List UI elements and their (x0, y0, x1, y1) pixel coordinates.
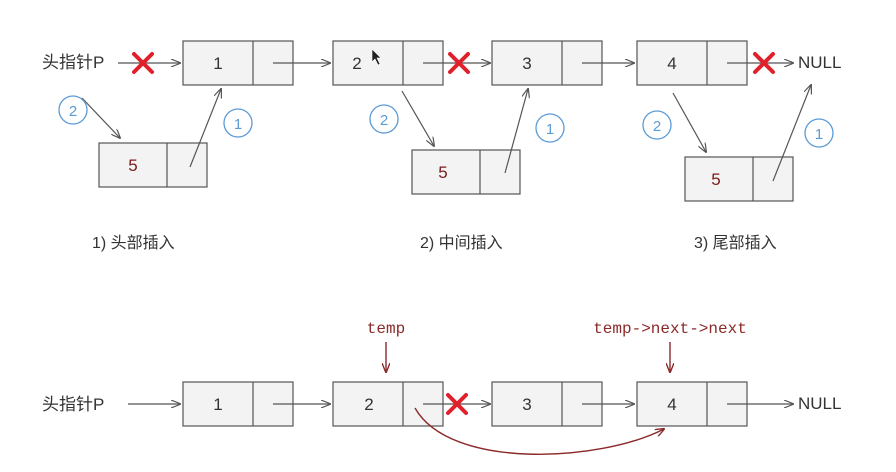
new-node-head: 5 (98, 142, 208, 188)
node4-to-new-node-arrow (672, 92, 706, 152)
node-value: 3 (522, 395, 531, 414)
node-value: 2 (364, 395, 373, 414)
caption-head-insert: 1) 头部插入 (92, 234, 175, 252)
svg-text:1: 1 (234, 116, 242, 133)
node-value: 4 (667, 395, 676, 414)
step-2-marker-head: 2 (58, 95, 88, 125)
list-node-2-bottom: 2 (332, 381, 444, 427)
svg-text:1: 1 (546, 121, 554, 138)
new-node-to-null-arrow (772, 85, 811, 182)
step-2-marker-tail: 2 (642, 110, 672, 140)
svg-text:2: 2 (69, 103, 77, 120)
temp-label: temp (367, 320, 405, 338)
new-node-tail: 5 (684, 156, 794, 202)
node-value: 5 (128, 156, 137, 175)
cross-mark-middle (448, 52, 470, 74)
step-2-marker-middle: 2 (369, 104, 399, 134)
cross-mark-bottom (446, 393, 468, 415)
svg-text:1: 1 (815, 126, 823, 143)
null-label-bottom: NULL (798, 394, 841, 413)
node-value: 2 (352, 54, 361, 73)
node2-to-new-node-arrow (401, 90, 434, 146)
step-1-marker-head: 1 (223, 108, 253, 138)
new-node-middle: 5 (411, 149, 521, 195)
caption-middle-insert: 2) 中间插入 (420, 234, 503, 252)
head-pointer-label-bottom: 头指针P (42, 395, 104, 414)
svg-text:2: 2 (653, 118, 661, 135)
caption-tail-insert: 3) 尾部插入 (694, 234, 777, 252)
head-pointer-label: 头指针P (42, 53, 104, 72)
node-value: 5 (711, 170, 720, 189)
cross-mark-tail (753, 52, 775, 74)
node-value: 4 (667, 54, 676, 73)
new-node-to-node1-arrow (189, 89, 221, 168)
node-value: 3 (522, 54, 531, 73)
head-to-new-node-arrow (81, 97, 120, 138)
bypass-curve-arrow (414, 407, 664, 455)
mouse-cursor-icon (371, 48, 382, 66)
node-value: 1 (213, 395, 222, 414)
svg-text:2: 2 (380, 112, 388, 129)
null-label: NULL (798, 53, 841, 72)
temp-next-next-label: temp->next->next (593, 320, 747, 338)
step-1-marker-tail: 1 (804, 118, 834, 148)
node-value: 5 (438, 163, 447, 182)
step-1-marker-middle: 1 (535, 113, 565, 143)
cross-mark-head (132, 52, 154, 74)
new-node-to-node3-arrow (504, 89, 528, 174)
node-value: 1 (213, 54, 222, 73)
